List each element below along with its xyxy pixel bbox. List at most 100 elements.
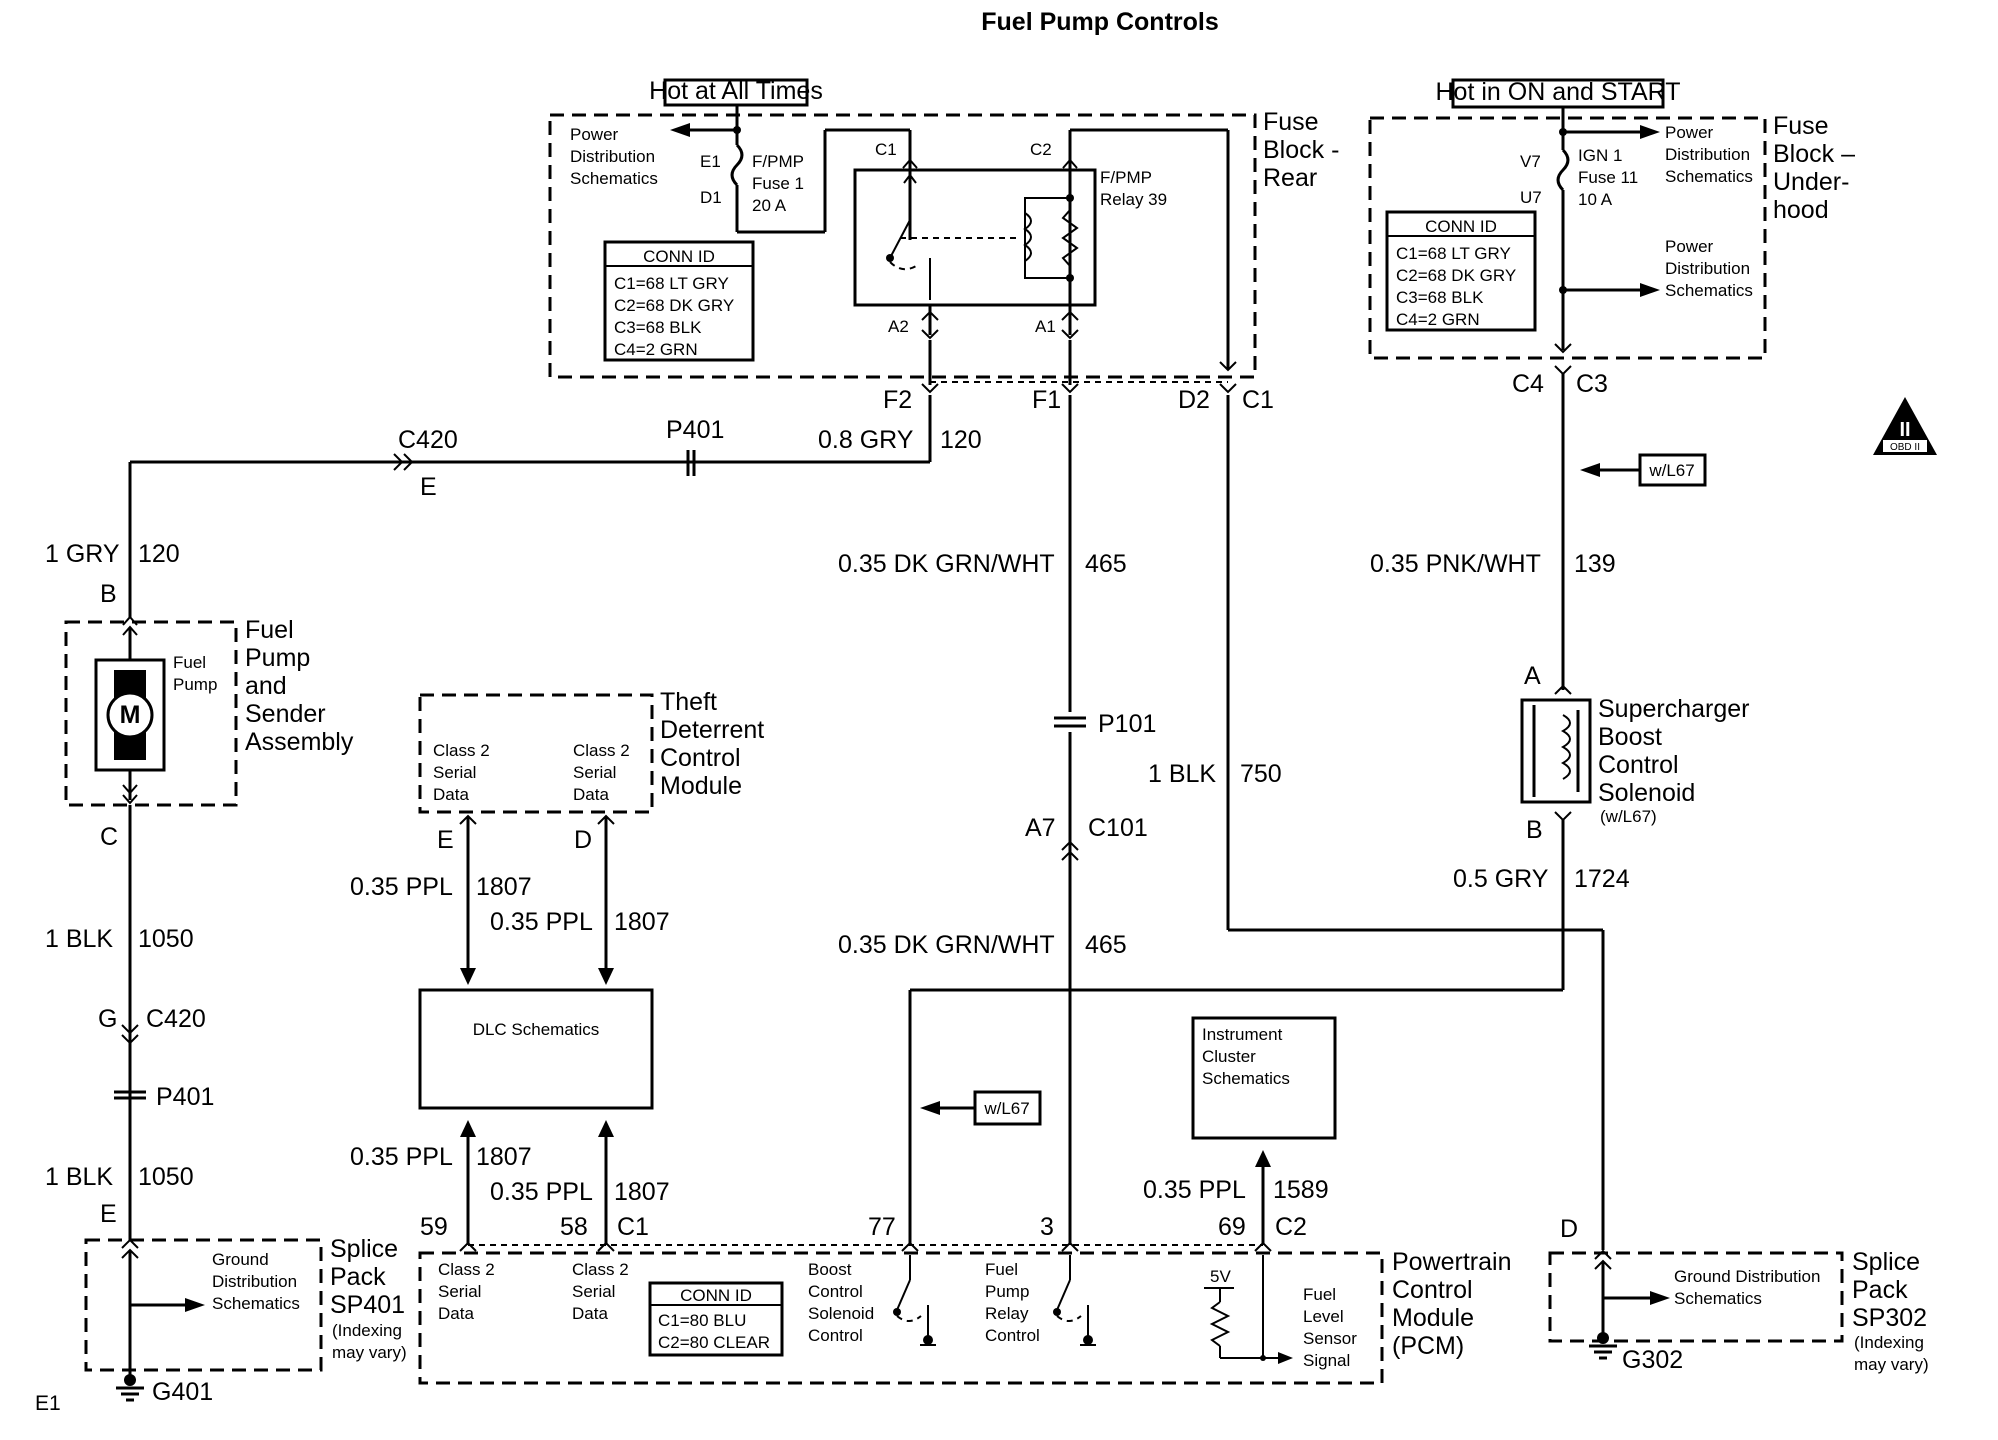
svg-text:hood: hood	[1773, 196, 1829, 224]
svg-text:Class 2: Class 2	[438, 1260, 495, 1279]
svg-text:Boost: Boost	[1598, 723, 1662, 751]
svg-text:Signal: Signal	[1303, 1351, 1350, 1370]
svg-text:may vary): may vary)	[332, 1343, 407, 1362]
wire-120-gauge: 0.8 GRY	[818, 426, 914, 454]
svg-text:Distribution: Distribution	[1665, 259, 1750, 278]
svg-text:E: E	[420, 473, 437, 501]
motor-icon	[106, 691, 154, 739]
wire-1050a-gauge: 1 BLK	[45, 925, 113, 953]
svg-text:Splice: Splice	[1852, 1248, 1920, 1276]
svg-text:Data: Data	[573, 785, 609, 804]
svg-text:C2=68 DK GRY: C2=68 DK GRY	[614, 296, 734, 315]
arrow-down-icon	[598, 968, 614, 985]
svg-text:U7: U7	[1520, 188, 1542, 207]
svg-text:Fuse: Fuse	[1773, 112, 1829, 140]
relay-pin-a1: A1	[1035, 317, 1056, 336]
svg-text:Serial: Serial	[438, 1282, 481, 1301]
svg-text:Module: Module	[1392, 1304, 1474, 1332]
p401-top: P401	[666, 416, 724, 476]
svg-text:G: G	[98, 1005, 117, 1033]
svg-text:Relay: Relay	[985, 1304, 1029, 1323]
dlc-schematics: DLC Schematics	[418, 988, 654, 1110]
svg-text:Data: Data	[433, 785, 469, 804]
svg-text:V7: V7	[1520, 152, 1541, 171]
pin-c1-rear: C1	[1242, 386, 1274, 414]
instrument-cluster-schematics: Instrument Cluster Schematics	[1191, 1016, 1337, 1140]
wire-1807d-circuit: 1807	[614, 1178, 670, 1206]
svg-text:Class 2: Class 2	[433, 741, 490, 760]
fuse-label: F/PMP	[752, 152, 804, 171]
ground-g302: G302	[1622, 1346, 1683, 1374]
svg-text:w/L67: w/L67	[983, 1099, 1029, 1118]
svg-text:Block -: Block -	[1263, 136, 1339, 164]
svg-text:Schematics: Schematics	[1202, 1069, 1290, 1088]
wire-1724-circuit: 1724	[1574, 865, 1630, 893]
diagram-title: Fuel Pump Controls	[981, 8, 1219, 36]
fuse-icon	[730, 143, 744, 187]
wire-120b-gauge: 1 GRY	[45, 540, 120, 568]
svg-text:Fuel: Fuel	[985, 1260, 1018, 1279]
svg-text:w/L67: w/L67	[1648, 461, 1694, 480]
svg-text:C101: C101	[1088, 814, 1148, 842]
relay-coil-icon	[1023, 212, 1032, 262]
svg-text:20 A: 20 A	[752, 196, 787, 215]
wire-1807b-circuit: 1807	[614, 908, 670, 936]
svg-text:C420: C420	[146, 1005, 206, 1033]
theft-pin-d: D	[574, 826, 592, 854]
pcm-conn-id: CONN ID C1=80 BLU C2=80 CLEAR	[648, 1281, 784, 1357]
svg-text:Solenoid: Solenoid	[808, 1304, 874, 1323]
svg-text:Splice: Splice	[330, 1235, 398, 1263]
five-volt-label: 5V	[1210, 1267, 1231, 1286]
svg-text:Level: Level	[1303, 1307, 1344, 1326]
wire-1589-circuit: 1589	[1273, 1176, 1329, 1204]
svg-text:Serial: Serial	[572, 1282, 615, 1301]
svg-text:Control: Control	[1392, 1276, 1473, 1304]
svg-text:Deterrent: Deterrent	[660, 716, 764, 744]
svg-text:Boost: Boost	[808, 1260, 852, 1279]
pcm-pin-c1: C1	[617, 1213, 649, 1241]
svg-text:Hot at All Times: Hot at All Times	[649, 77, 823, 105]
svg-text:Power: Power	[1665, 123, 1714, 142]
fuse-block-rear: Hot at All Times Fuse Block - Rear Power…	[548, 77, 1339, 379]
pcm-pin-77: 77	[868, 1213, 896, 1241]
pin-c4: C4	[1512, 370, 1544, 398]
pin-f1: F1	[1032, 386, 1061, 414]
solenoid-coil-icon	[1560, 714, 1571, 780]
wire-1807a-circuit: 1807	[476, 873, 532, 901]
conn-id-table: CONN ID C1=68 LT GRY C2=68 DK GRY C3=68 …	[603, 240, 755, 362]
wire-1724-gauge: 0.5 GRY	[1453, 865, 1549, 893]
svg-text:Under-: Under-	[1773, 168, 1849, 196]
svg-text:Ground: Ground	[212, 1250, 269, 1269]
svg-text:(PCM): (PCM)	[1392, 1332, 1464, 1360]
wire-120b-circuit: 120	[138, 540, 180, 568]
svg-text:Assembly: Assembly	[245, 728, 354, 756]
ground-g401: G401	[152, 1378, 213, 1406]
arrow-up-icon	[460, 1120, 476, 1137]
svg-text:Pump: Pump	[245, 644, 310, 672]
wire-1807c-circuit: 1807	[476, 1143, 532, 1171]
svg-text:Module: Module	[660, 772, 742, 800]
svg-text:Fuse 1: Fuse 1	[752, 174, 804, 193]
sp401-pin-e: E	[100, 1200, 117, 1228]
resistor-icon	[1061, 209, 1079, 267]
corner-label: E1	[35, 1392, 61, 1415]
svg-text:Schematics: Schematics	[212, 1294, 300, 1313]
svg-text:P401: P401	[156, 1083, 214, 1111]
wire-465b-gauge: 0.35 DK GRN/WHT	[838, 931, 1055, 959]
arrow-right-icon	[1640, 125, 1660, 139]
arrow-left-icon	[670, 123, 690, 137]
svg-text:may vary): may vary)	[1854, 1355, 1929, 1374]
svg-text:Pack: Pack	[1852, 1276, 1908, 1304]
pcm-pin-69: 69	[1218, 1213, 1246, 1241]
svg-text:Cluster: Cluster	[1202, 1047, 1256, 1066]
svg-text:Pump: Pump	[173, 675, 217, 694]
pin-d2: D2	[1178, 386, 1210, 414]
svg-text:Theft: Theft	[660, 688, 717, 716]
wire-139-circuit: 139	[1574, 550, 1616, 578]
relay-label: F/PMP	[1100, 168, 1152, 187]
arrow-right-icon	[185, 1298, 205, 1312]
svg-text:Distribution: Distribution	[1665, 145, 1750, 164]
svg-text:Class 2: Class 2	[573, 741, 630, 760]
svg-text:(w/L67): (w/L67)	[1600, 807, 1657, 826]
svg-text:Pack: Pack	[330, 1263, 386, 1291]
